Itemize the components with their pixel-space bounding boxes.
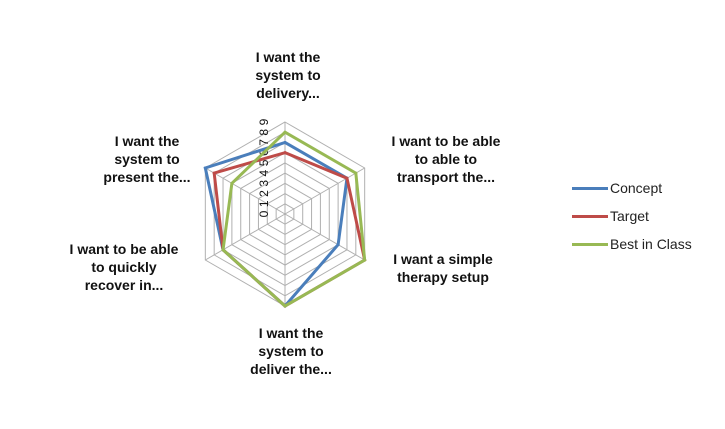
tick-label-4: 4 — [257, 169, 271, 176]
legend-item-target: Target — [572, 202, 722, 230]
grid-spoke-6 — [205, 167, 286, 215]
data-point — [283, 140, 287, 144]
grid-spoke-3 — [284, 213, 365, 261]
tick-label-7: 7 — [257, 139, 271, 146]
tick-label-5: 5 — [257, 159, 271, 166]
legend-item-concept: Concept — [572, 174, 722, 202]
legend-swatch — [572, 214, 608, 218]
data-point — [203, 166, 207, 170]
data-point — [354, 171, 358, 175]
legend-swatch — [572, 242, 608, 246]
tick-label-1: 1 — [257, 200, 271, 207]
legend-label: Target — [610, 208, 649, 224]
grid-spoke-5 — [205, 213, 286, 261]
data-point — [363, 258, 367, 262]
legend-item-best-in-class: Best in Class — [572, 230, 722, 258]
grid-spoke-2 — [284, 167, 365, 215]
data-point — [221, 248, 225, 252]
data-point — [212, 171, 216, 175]
radar-series — [203, 130, 367, 309]
tick-label-9: 9 — [257, 118, 271, 125]
tick-label-2: 2 — [257, 190, 271, 197]
tick-label-8: 8 — [257, 129, 271, 136]
tick-label-3: 3 — [257, 180, 271, 187]
legend-label: Concept — [610, 180, 663, 196]
data-point — [283, 151, 287, 155]
legend-swatch — [572, 186, 608, 190]
data-point — [230, 181, 234, 185]
data-point — [283, 130, 287, 134]
legend-label: Best in Class — [610, 236, 692, 252]
tick-label-0: 0 — [257, 210, 271, 217]
data-point — [283, 304, 287, 308]
data-point — [345, 176, 349, 180]
series-best-in-class — [221, 130, 367, 308]
data-point — [336, 243, 340, 247]
